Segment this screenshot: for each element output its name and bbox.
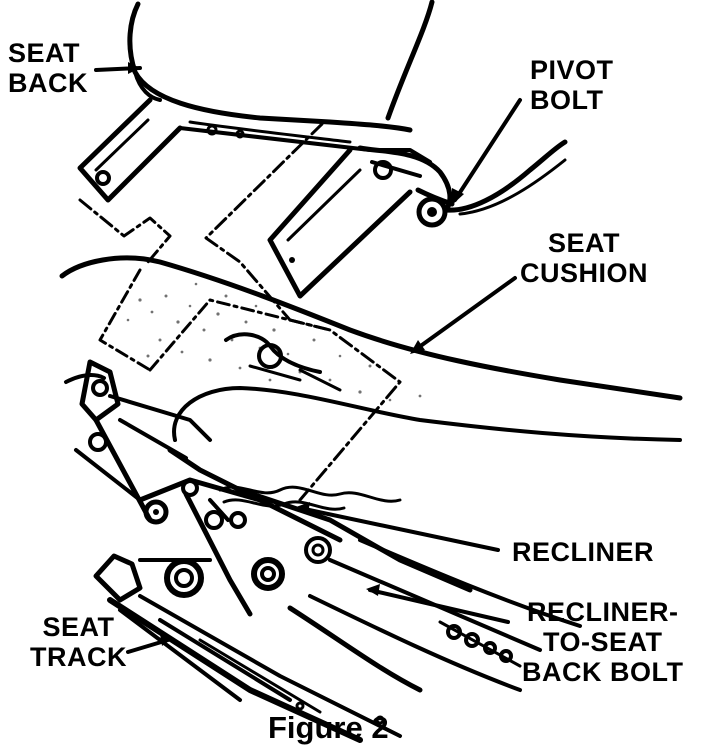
recliner-bolt-label-line2: TO-SEAT xyxy=(542,627,663,657)
seat-back-label-line1: SEAT xyxy=(8,38,81,68)
seat-cushion-label: SEAT CUSHION xyxy=(520,228,648,288)
seat-back-label: SEAT BACK xyxy=(8,38,88,98)
leader-lines xyxy=(94,62,522,654)
recliner-label: RECLINER xyxy=(512,537,655,567)
seat-track-drawing xyxy=(93,553,402,743)
seat-back-drawing xyxy=(77,0,568,502)
seat-back-label-line2: BACK xyxy=(8,68,88,98)
recliner-bolt-label: RECLINER- TO-SEAT BACK BOLT xyxy=(522,597,683,687)
pivot-bolt-label-line1: PIVOT xyxy=(530,55,614,85)
seat-track-label: SEAT TRACK xyxy=(30,612,127,672)
recliner-bolt-label-line3: BACK BOLT xyxy=(522,657,684,687)
recliner-mechanism-drawing xyxy=(64,359,582,693)
pivot-bolt-label-line2: BOLT xyxy=(530,85,604,115)
seat-track-label-line1: SEAT xyxy=(42,612,115,642)
seat-cushion-drawing xyxy=(59,255,683,442)
recliner-bolt-leader xyxy=(368,588,510,624)
pivot-bolt-label: PIVOT BOLT xyxy=(530,55,614,115)
seat-cushion-label-line2: CUSHION xyxy=(520,258,649,288)
figure-caption: Figure 2 xyxy=(268,710,389,745)
seat-track-leader xyxy=(126,638,170,654)
pivot-bolt-leader xyxy=(453,98,522,202)
recliner-leader xyxy=(298,506,500,552)
recliner-bolt-label-line1: RECLINER- xyxy=(526,597,679,627)
seat-cushion-leader xyxy=(413,276,517,352)
seat-track-label-line2: TRACK xyxy=(30,642,127,672)
seat-cushion-label-line1: SEAT xyxy=(548,228,621,258)
